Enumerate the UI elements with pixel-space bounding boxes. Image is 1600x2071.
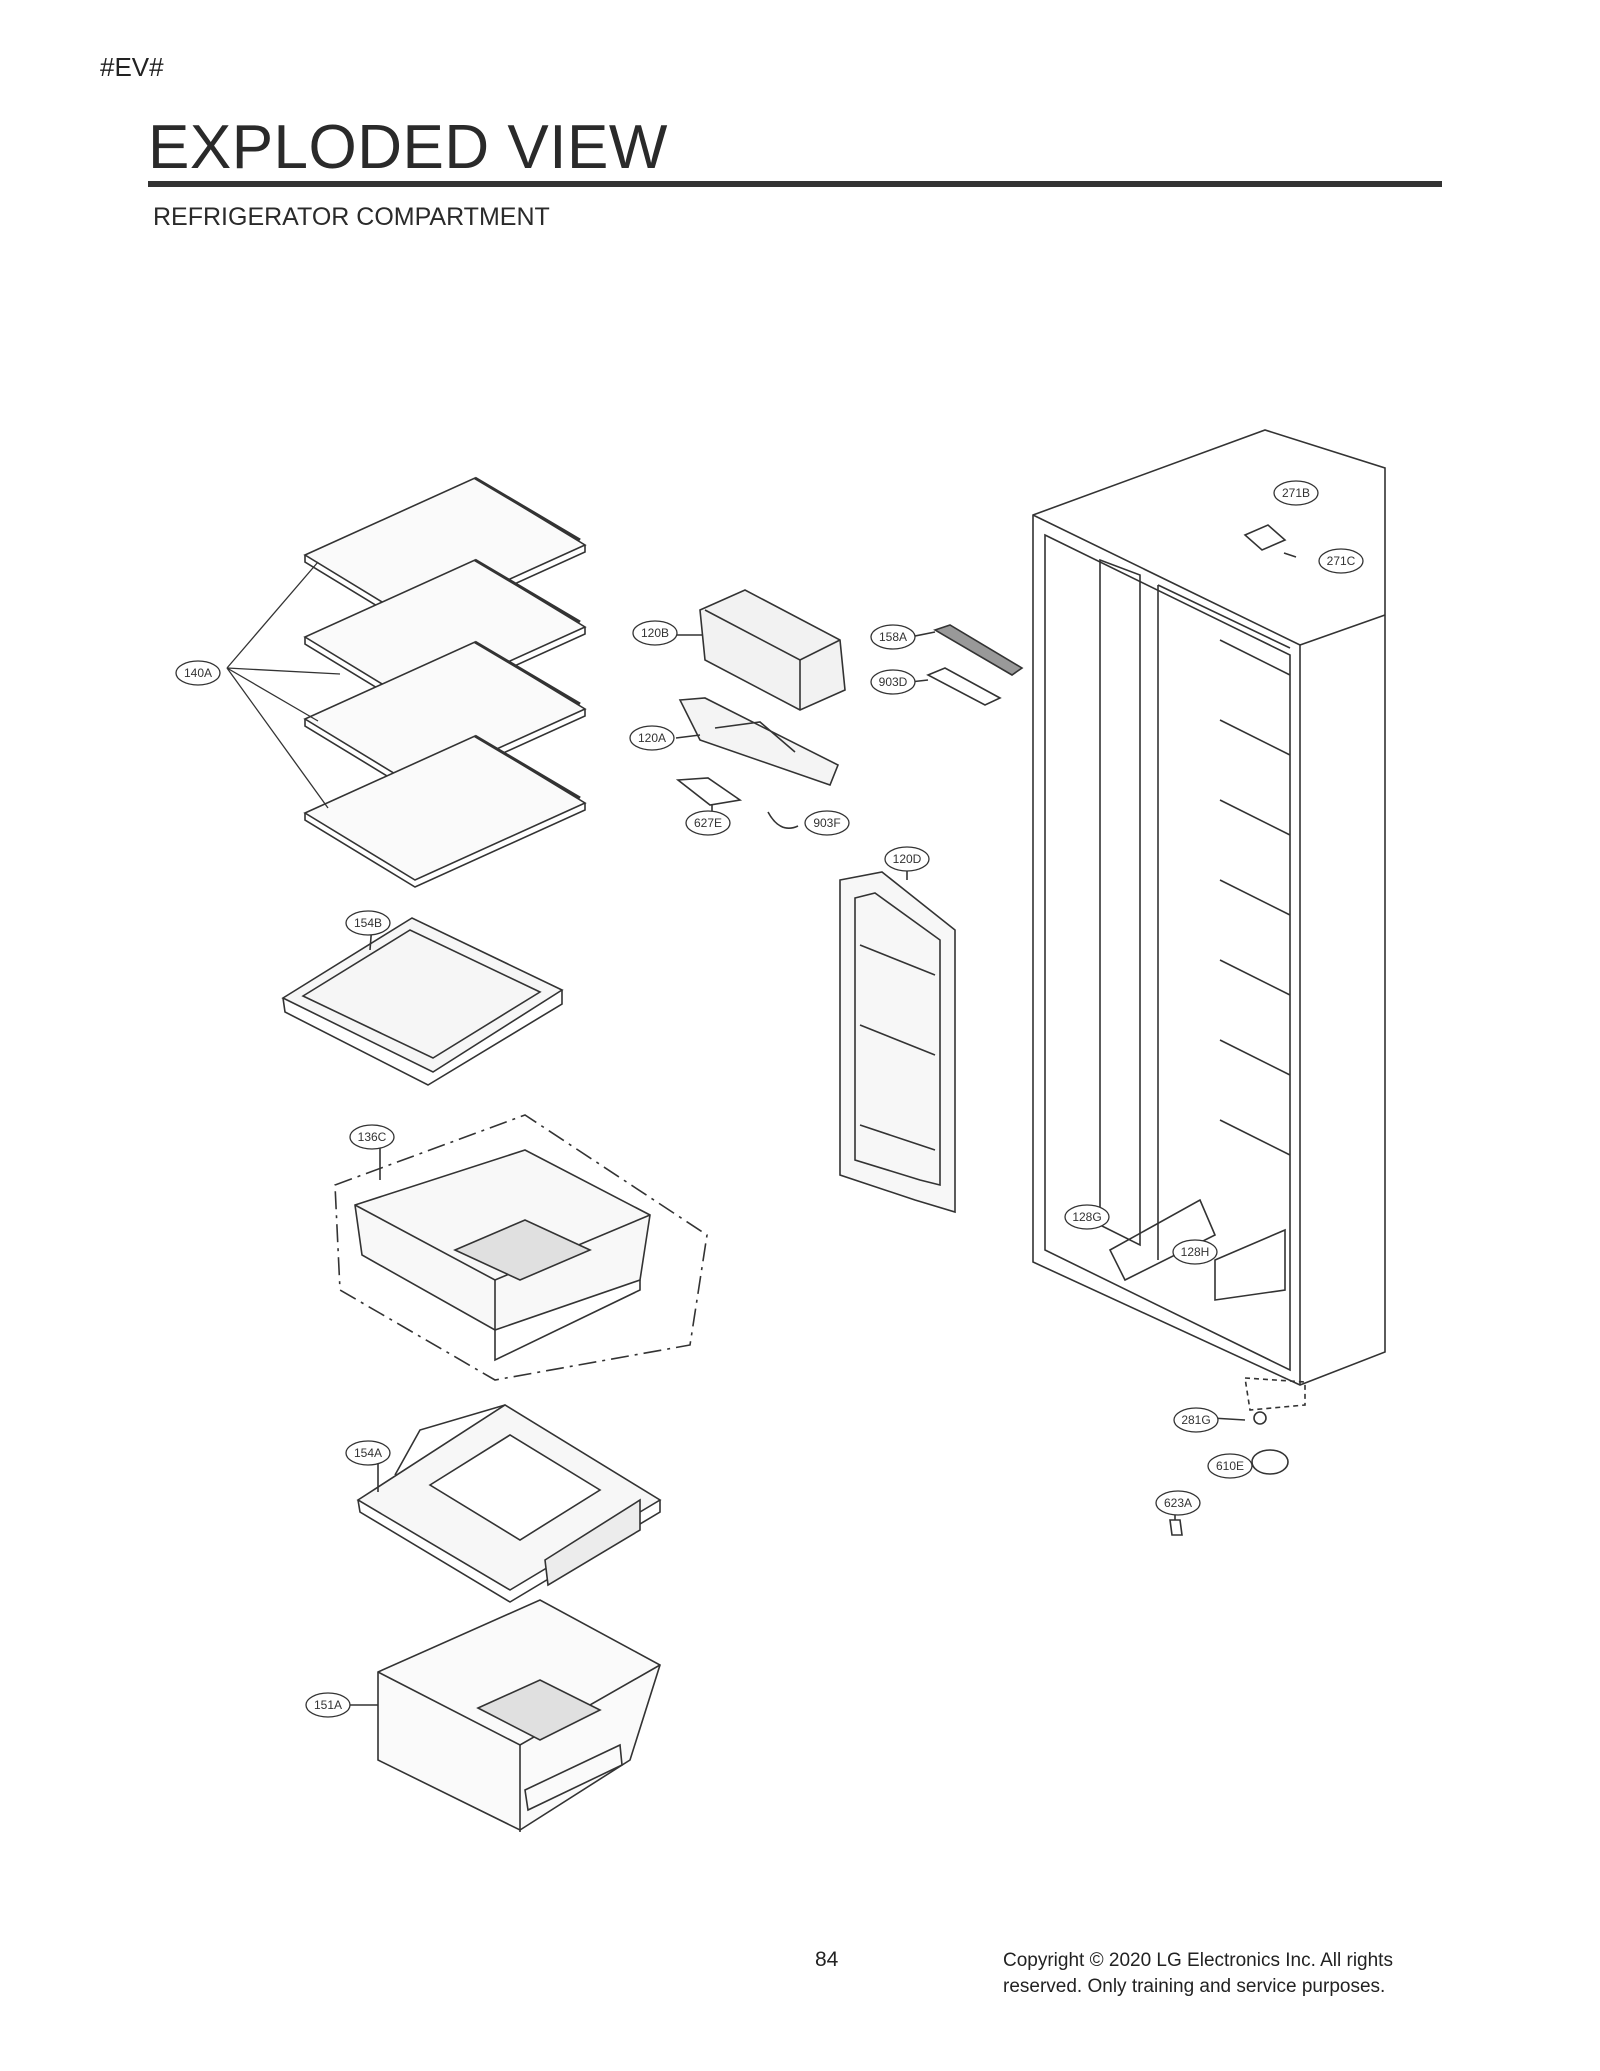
callout-label-627E: 627E	[694, 816, 722, 830]
drawer-151A	[344, 1599, 661, 1832]
callout-label-140A: 140A	[184, 666, 212, 680]
callout-281G	[1173, 1407, 1219, 1433]
callout-label-154A: 154A	[354, 1446, 382, 1460]
callout-128G	[1064, 1204, 1110, 1230]
shelf-154B	[281, 917, 564, 1086]
callout-154B	[345, 910, 391, 936]
page-number: 84	[815, 1948, 839, 1971]
callout-label-128G: 128G	[1072, 1210, 1101, 1224]
page-subtitle: REFRIGERATOR COMPARTMENT	[153, 203, 550, 231]
callout-158A	[870, 624, 916, 650]
callout-label-136C: 136C	[358, 1130, 387, 1144]
callout-label-903F: 903F	[813, 816, 840, 830]
callout-627E	[685, 810, 731, 836]
callout-label-271B: 271B	[1282, 486, 1310, 500]
callout-label-154B: 154B	[354, 916, 382, 930]
callout-120D	[884, 846, 930, 872]
callout-610E	[1207, 1453, 1253, 1479]
drawer-136C	[334, 1114, 708, 1381]
title-rule	[148, 181, 1442, 187]
callout-271C	[1318, 548, 1364, 574]
panel-120D	[839, 862, 956, 1214]
callout-label-158A: 158A	[879, 630, 907, 644]
copyright-line-1: Copyright © 2020 LG Electronics Inc. All…	[1003, 1950, 1393, 1971]
leader-lines-140A	[226, 561, 341, 809]
callout-154A	[345, 1440, 391, 1466]
callout-label-281G: 281G	[1181, 1413, 1210, 1427]
document-tag: #EV#	[100, 52, 164, 82]
parts-158A-903D	[909, 624, 1024, 706]
callout-623A	[1155, 1490, 1201, 1516]
callout-label-120B: 120B	[641, 626, 669, 640]
callout-128H	[1172, 1239, 1218, 1265]
refrigerator-cabinet	[1032, 429, 1386, 1386]
callout-151A	[305, 1692, 351, 1718]
glass-shelves	[303, 476, 587, 888]
center-parts	[660, 589, 846, 829]
callout-903D	[870, 669, 916, 695]
copyright-notice: Copyright © 2020 LG Electronics Inc. All…	[1003, 1948, 1393, 2000]
callout-label-610E: 610E	[1216, 1459, 1244, 1473]
callout-label-128H: 128H	[1181, 1245, 1210, 1259]
crisper-frame-154A	[356, 1404, 662, 1603]
callout-label-903D: 903D	[879, 675, 908, 689]
copyright-line-2: reserved. Only training and service purp…	[1003, 1976, 1386, 1997]
callout-label-151A: 151A	[314, 1698, 342, 1712]
page-title: EXPLODED VIEW	[148, 113, 668, 182]
callout-120A	[629, 725, 675, 751]
callout-label-623A: 623A	[1164, 1496, 1192, 1510]
callout-140A	[175, 660, 221, 686]
callout-label-271C: 271C	[1327, 554, 1356, 568]
callout-903F	[804, 810, 850, 836]
callout-120B	[632, 620, 678, 646]
callout-271B	[1273, 480, 1319, 506]
callout-label-120A: 120A	[638, 731, 666, 745]
callout-136C	[349, 1124, 395, 1150]
parts-271B-271C	[1243, 524, 1297, 558]
callout-label-120D: 120D	[893, 852, 922, 866]
